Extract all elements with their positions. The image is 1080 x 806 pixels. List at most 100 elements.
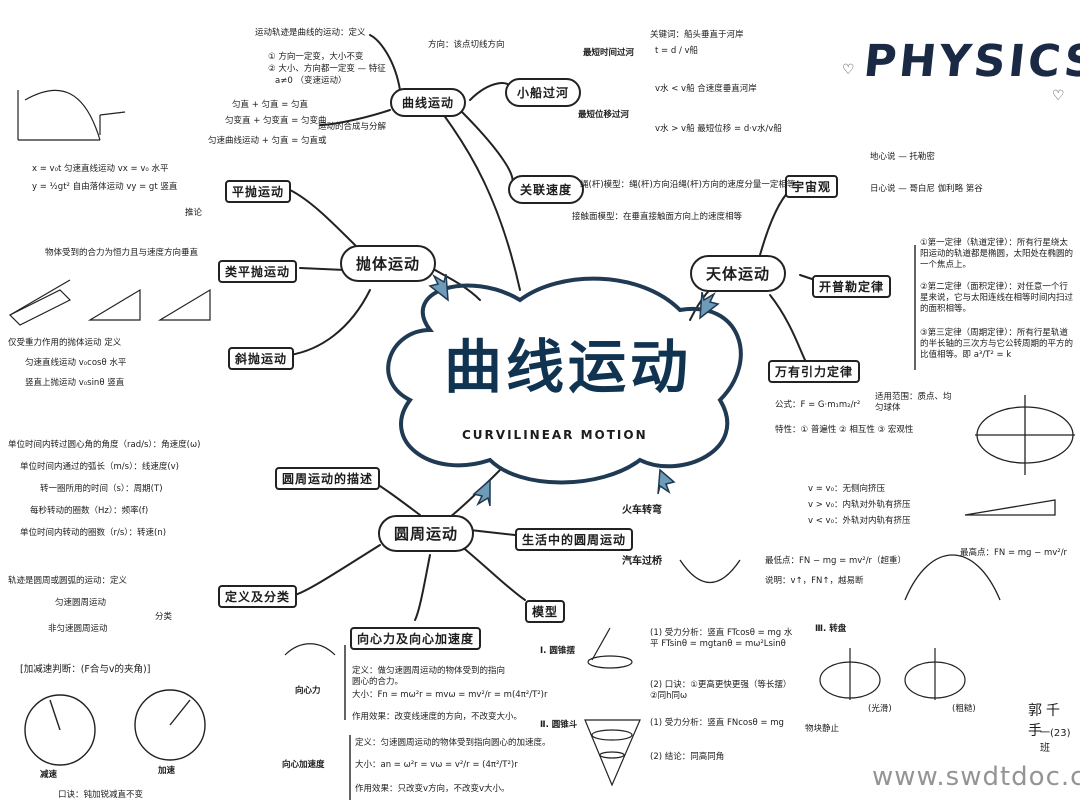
node-yuan-zhou: 圆周运动: [378, 515, 475, 552]
node-yuan-zhou-miao-shu: 圆周运动的描述: [275, 467, 381, 490]
node-ding-yi-fen-lei: 定义及分类: [218, 585, 298, 608]
leaf-pp-1: x = v₀t 匀速直线运动 vx = v₀ 水平: [32, 164, 169, 174]
leaf-xx-2: 定义：做匀速圆周运动的物体受到的指向圆心的合力。: [352, 666, 506, 687]
link-quxian-guanlian: [459, 109, 514, 186]
leaf-jj-3: 口诀：钝加锐减直不变: [58, 790, 144, 800]
leaf-jj-1: 减速: [40, 770, 58, 780]
leaf-xc-a: 关键词：船头垂直于河岸: [650, 30, 744, 40]
leaf-mx-9: (光滑): [868, 704, 892, 714]
cone-bucket-upper: [591, 729, 633, 741]
watermark: www.swdtdoc.com: [872, 762, 1080, 792]
leaf-sh-2: 汽车过桥: [622, 556, 662, 567]
leaf-xc-2: 最短位移过河: [578, 110, 630, 120]
leaf-sh-1: 火车转弯: [622, 505, 662, 516]
link-yuanzhou-xiangxin: [414, 554, 431, 621]
leaf-sh-8: v < v₀：外轨对内轨有挤压: [808, 516, 911, 526]
leaf-kpl-1: ①第一定律（轨道定律）：所有行星绕太阳运动的轨道都是椭圆，太阳处在椭圆的一个焦点…: [920, 238, 1074, 270]
leaf-xx-5: 向心加速度: [282, 760, 325, 770]
leaf-sh-4: 说明：v↑，FN↑，越易断: [765, 576, 864, 586]
leaf-sh-7: v > v₀：内轨对外轨有挤压: [808, 500, 911, 510]
leaf-mx-3: Ⅲ. 转盘: [815, 624, 847, 634]
leaf-wy-1: 公式：F = G·m₁m₂/r²: [775, 400, 861, 410]
leaf-xc-c: v水 < v船 合速度垂直河岸: [655, 84, 757, 94]
leaf-yz-2: 日心说 — 哥白尼 伽利略 第谷: [870, 184, 983, 194]
link-tianti-wanyou: [769, 294, 806, 361]
link-yuanzhou-dingyi: [294, 544, 381, 596]
leaf-ms-3: 转一圈所用的时间（s）：周期(T): [40, 484, 163, 494]
leaf-sh-3: 最低点：FN − mg = mv²/r（超重）: [765, 556, 907, 566]
leaf-pp-3: 推论: [185, 208, 203, 218]
leaf-xp-1: 仅受重力作用的抛体运动 定义: [8, 338, 122, 348]
leaf-mx-5: (2) 口诀：①更高更快更强（等长摆） ②同h同ω: [650, 680, 792, 701]
leaf-yz-1: 地心说 — 托勒密: [870, 152, 935, 162]
center-cloud-outline: [386, 276, 743, 485]
link-yuanzhou-moxing: [459, 544, 526, 601]
physics-logo: PHYSICS: [861, 36, 1080, 87]
leaf-ms-2: 单位时间内通过的弧长（m/s）：线速度(v): [20, 462, 179, 472]
leaf-mx-2: Ⅱ. 圆锥斗: [540, 720, 578, 730]
leaf-pp-2: y = ½gt² 自由落体运动 vy = gt 竖直: [32, 182, 178, 192]
leaf-kpl-2: ②第二定律（面积定律）：对任意一个行星来说，它与太阳连线在相等时间内扫过的面积相…: [920, 282, 1074, 314]
leaf-xp-3: 竖直上抛运动 v₀sinθ 竖直: [25, 378, 125, 388]
leaf-mx-1: Ⅰ. 圆锥摆: [540, 646, 575, 656]
accel-circle: [134, 689, 206, 761]
leaf-qx-def: 运动轨迹是曲线的运动：定义: [255, 28, 366, 38]
leaf-xx-4: 作用效果：改变线速度的方向，不改变大小。: [352, 712, 523, 722]
center-title: 曲线运动: [443, 333, 692, 401]
leaf-qx-f2: ② 大小、方向都一定变 — 特征: [268, 64, 386, 74]
leaf-dy-2: 匀速圆周运动: [55, 598, 107, 608]
leaf-wy-3: 特性：① 普遍性 ② 相互性 ③ 宏观性: [775, 425, 914, 435]
train-track-incline: [964, 499, 1056, 516]
node-sheng-huo: 生活中的圆周运动: [515, 528, 634, 551]
leaf-gl-2: 接触面模型：在垂直接触面方向上的速度相等: [572, 212, 743, 222]
link-tianti-yuzhou: [759, 189, 791, 256]
leaf-wy-2: 适用范围：质点、均匀球体: [875, 392, 952, 413]
node-yu-zhou: 宇宙观: [785, 175, 839, 198]
link-quxian-xiaochuan: [469, 82, 511, 101]
link-quxian-def: [369, 34, 401, 91]
link-center-quxian: [439, 109, 521, 291]
leaf-qx-c3: 匀速曲线运动 + 匀直 = 匀直或: [208, 136, 327, 146]
leaf-jj-title: [加减速判断：(F合与v的夹角)]: [20, 664, 151, 675]
leaf-kpl-3: ③第三定律（周期定律）：所有行星轨道的半长轴的三次方与它公转周期的平方的比值相等…: [920, 328, 1074, 360]
leaf-mx-6: (1) 受力分析：竖直 FNcosθ = mg: [650, 718, 784, 728]
author-name: 郭千手: [1028, 703, 1064, 739]
leaf-qx-f1: ① 方向一定变，大小不变: [268, 52, 364, 62]
leaf-qx-c4: 运动的合成与分解: [318, 122, 387, 132]
node-guan-lian: 关联速度: [508, 175, 585, 204]
leaf-mx-8: 物块静止: [805, 724, 840, 734]
leaf-xx-1: 向心力: [295, 686, 321, 696]
leaf-mx-4: (1) 受力分析：竖直 FTcosθ = mg 水平 FTsinθ = mgta…: [650, 628, 793, 649]
pingpao-trajectory: [24, 89, 101, 141]
leaf-xx-6: 定义：匀速圆周运动的物体受到指向圆心的加速度。: [355, 738, 551, 748]
node-qu-xian: 曲线运动: [390, 88, 467, 117]
leaf-dy-1: 轨迹是圆周或圆弧的运动：定义: [8, 576, 128, 586]
leaf-dy-4: 分类: [155, 612, 173, 622]
leaf-mx-10: (粗糙): [952, 704, 976, 714]
leaf-qx-f3: a≠0 （变速运动）: [275, 76, 347, 86]
decel-circle: [24, 694, 96, 766]
leaf-xx-8: 作用效果：只改变v方向，不改变v大小。: [355, 784, 510, 794]
leaf-xx-3: 大小：Fn = mω²r = mvω = mv²/r = m(4π²/T²)r: [352, 690, 548, 700]
node-xiang-xin-li: 向心力及向心加速度: [350, 627, 482, 650]
node-ping-pao: 平抛运动: [225, 180, 292, 203]
cone-pendulum-path: [587, 655, 633, 669]
cone-bucket: [584, 719, 641, 787]
incline-block: [8, 289, 72, 326]
arrow-upright: [699, 291, 720, 320]
node-lei-ping-pao: 类平抛运动: [218, 260, 298, 283]
node-wan-you: 万有引力定律: [768, 360, 861, 383]
heart-icon-right: ♡: [1052, 88, 1065, 104]
node-xie-pao: 斜抛运动: [228, 347, 295, 370]
leaf-gl-1: 绳(杆)模型：绳(杆)方向沿绳(杆)方向的速度分量一定相等: [580, 180, 796, 190]
leaf-qx-c1: 匀直 + 匀直 = 匀直: [232, 100, 309, 110]
link-paoti-leipingpao: [299, 267, 346, 271]
convex-bridge: [904, 554, 1001, 601]
leaf-xx-7: 大小：an = ω²r = vω = v²/r = (4π²/T²)r: [355, 760, 518, 770]
leaf-dy-3: 非匀速圆周运动: [48, 624, 108, 634]
arrow-upleft: [428, 273, 449, 302]
leaf-sh-5: 最高点：FN = mg − mv²/r: [960, 548, 1068, 558]
node-tian-ti: 天体运动: [690, 255, 787, 292]
incline-triangle-2: [157, 288, 211, 321]
